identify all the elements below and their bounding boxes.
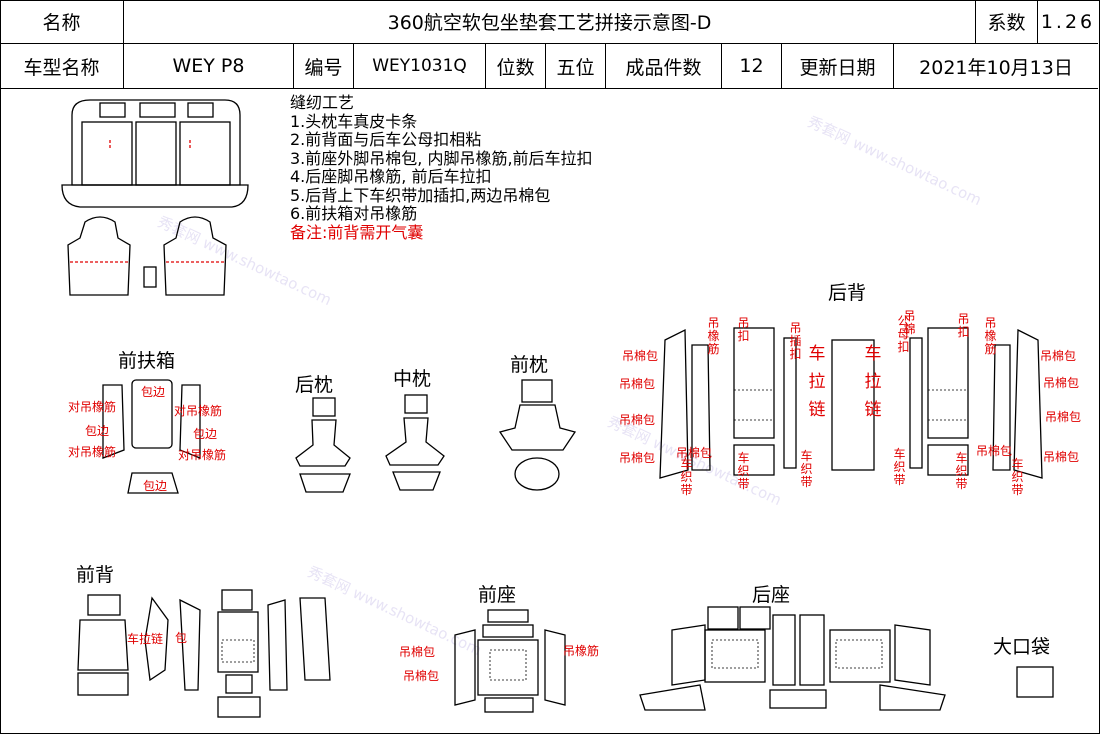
annotation-label: 吊棉 [903,309,916,336]
annotation-label: 对吊橡筋 [174,404,223,418]
model-value: WEY P8 [124,44,294,88]
big-pocket-pattern [1016,666,1054,698]
annotation-label: 车织带 [737,451,750,491]
annotation-label: 公母扣 [897,314,910,354]
annotation-label: 对吊橡筋 [68,445,117,459]
code-label: 编号 [294,44,354,88]
process-notes: 缝纫工艺 1.头枕车真皮卡条 2.前背面与后车公母扣相粘 3.前座外脚吊棉包, … [290,93,593,242]
note-item: 4.后座脚吊橡筋, 前后车拉扣 [290,167,492,186]
annotation-label: 车织带 [800,449,813,489]
annotation-label: 吊棉包 [619,413,656,427]
annotation-label: 包边 [143,479,168,493]
note-item: 5.后背上下车织带加插扣,两边吊棉包 [290,185,551,205]
drawing-title: 360航空软包坐垫套工艺拼接示意图-D [124,0,976,43]
front-back-title: 前背 [76,564,115,586]
annotation-label: 吊棉包 [619,451,656,465]
rear-headrest-title: 后枕 [295,374,334,396]
annotation-label: 包边 [193,427,218,441]
headrest-patterns [295,379,577,493]
coef-value: 1.26 [1040,10,1096,33]
annotation-label: 吊棉包 [1043,376,1080,390]
notes-title: 缝纫工艺 [290,93,355,112]
annotation-label: 车织带 [1011,457,1024,497]
code-value: WEY1031Q [354,44,486,88]
annotation-label: 车拉链 [127,632,164,646]
front-back-pattern [77,589,331,718]
front-seat-title: 前座 [478,584,517,606]
date-value: 2021年10月13日 [919,56,1073,79]
annotation-label: 吊棉包 [619,377,656,391]
model-label: 车型名称 [0,44,124,88]
annotation-label: 吊棉包 [976,444,1013,458]
rear-seat-title: 后座 [752,584,791,606]
front-armrest-title: 前扶箱 [118,350,176,372]
annotation-label: 对吊橡筋 [68,400,117,414]
annotation-label: 吊橡筋 [984,316,997,356]
front-seat-pattern [454,609,566,713]
coef-label: 系数 [976,0,1038,43]
overview-front-seats [67,216,227,296]
note-item: 3.前座外脚吊棉包, 内脚吊橡筋,前后车拉扣 [290,148,593,168]
annotation-label: 吊橡筋 [707,316,720,356]
overview-rear-seat [61,99,249,208]
mid-headrest-title: 中枕 [393,368,432,390]
annotation-label: 车织带 [893,447,906,487]
annotation-label: 车织带 [680,457,693,497]
annotation-label: 对吊橡筋 [178,448,227,462]
annotation-label: 吊棉包 [1040,349,1077,363]
annotation-label: 吊棉包 [1043,450,1080,464]
header-row-2: 车型名称 WEY P8 编号 WEY1031Q 位数 五位 成品件数 12 更新… [0,44,1098,89]
annotation-label: 包边 [85,424,110,438]
annotation-label: 吊橡筋 [563,644,600,658]
annotation-label: 车拉链 [864,344,882,420]
date-label: 更新日期 [782,44,894,88]
pieces-label: 成品件数 [606,44,722,88]
annotation-label: 车织带 [955,451,968,491]
notes-remark: 备注:前背需开气囊 [290,222,424,242]
header-row-1: 名称 360航空软包坐垫套工艺拼接示意图-D 系数 1.26 [0,0,1098,44]
annotation-label: 吊棉包 [622,349,659,363]
rear-back-pattern [659,327,1043,479]
seats-value: 五位 [546,44,606,88]
annotation-label: 吊扣 [737,316,750,343]
front-headrest-title: 前枕 [510,354,549,376]
note-item: 2.前背面与后车公母扣相粘 [290,130,482,149]
annotation-label: 吊棉包 [676,446,713,460]
annotation-label: 包 [175,631,188,645]
big-pocket-title: 大口袋 [993,636,1051,658]
name-label: 名称 [0,0,124,43]
annotation-label: 吊插扣 [789,321,802,361]
annotation-label: 吊棉包 [1045,410,1082,424]
pieces-value: 12 [722,44,782,88]
rear-seat-pattern [639,606,946,711]
seats-label: 位数 [486,44,546,88]
note-item: 1.头枕车真皮卡条 [290,111,418,131]
rear-back-title: 后背 [828,282,867,304]
note-item: 6.前扶箱对吊橡筋 [290,204,418,223]
annotation-label: 包边 [141,385,166,399]
annotation-label: 吊扣 [957,312,970,339]
annotation-label: 吊棉包 [403,669,440,683]
front-armrest-pattern [102,379,201,494]
annotation-label: 吊棉包 [399,645,436,659]
annotation-label: 车拉链 [808,344,826,420]
